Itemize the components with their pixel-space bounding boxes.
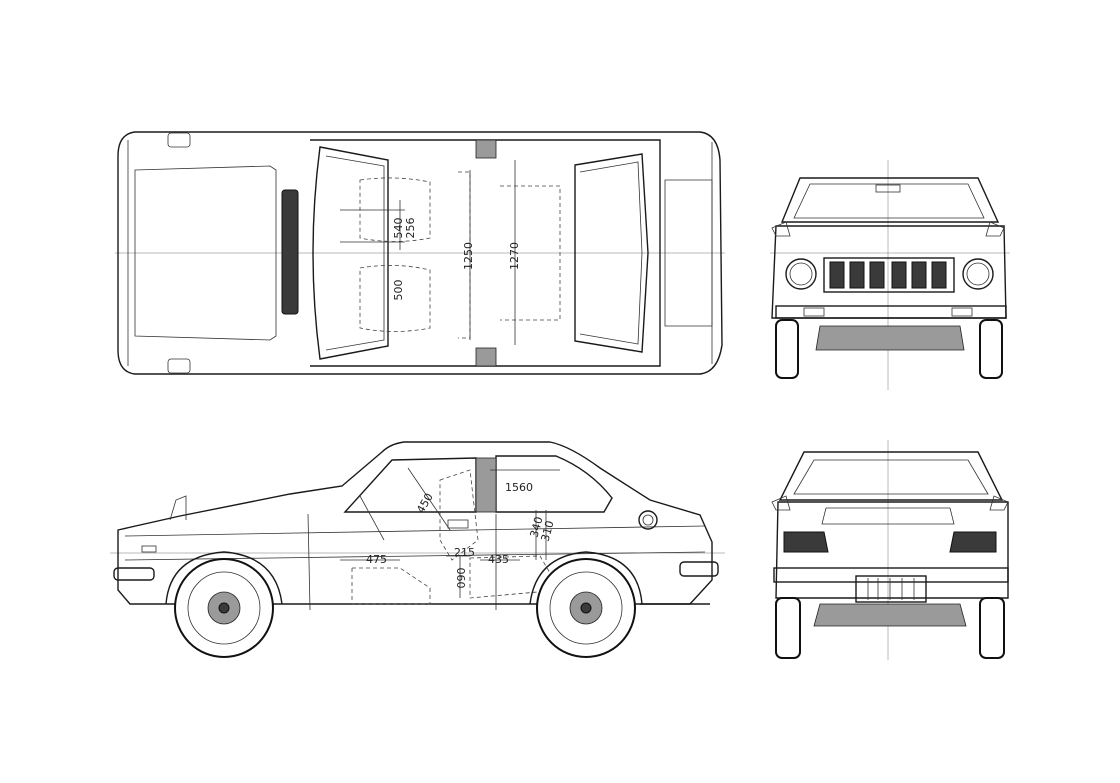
dim-475: 475 (366, 553, 387, 566)
dim-1270: 1270 (508, 242, 521, 270)
front-view (770, 160, 1010, 390)
dim-1250: 1250 (462, 242, 475, 270)
side-view: 1560 450 340 310 475 215 435 090 (110, 441, 725, 658)
dim-500: 500 (392, 280, 405, 301)
dim-435: 435 (488, 553, 509, 566)
rear-view (771, 440, 1009, 660)
front-wheel (174, 558, 274, 658)
dim-340: 340 (528, 515, 546, 539)
rear-wheel (536, 558, 636, 658)
dim-1560: 1560 (505, 481, 533, 494)
dim-256: 256 (404, 218, 417, 239)
dim-310: 310 (539, 519, 557, 543)
dim-540: 540 (392, 218, 405, 239)
top-view: 540 256 500 1250 1270 (115, 131, 725, 375)
dim-215: 215 (454, 546, 475, 559)
dim-090: 090 (455, 568, 468, 589)
